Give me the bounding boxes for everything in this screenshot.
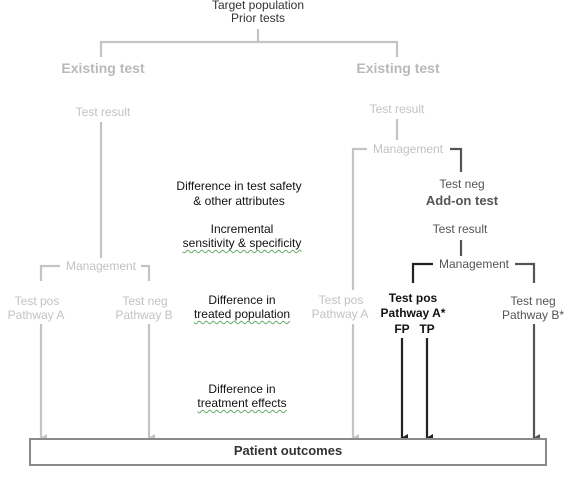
top-branch [99, 40, 399, 57]
right-test-neg: Test neg [439, 177, 485, 191]
right-test-pos: Test pos [318, 293, 364, 307]
treatment-effects-line1: Difference in [208, 382, 276, 396]
right-test-result: Test result [369, 102, 425, 116]
addon-pathway-b-star: Pathway B* [501, 308, 565, 322]
right-mgmt-bracket-right [450, 147, 463, 172]
left-existing-test: Existing test [61, 60, 145, 76]
target-population-label: Target population [211, 0, 305, 12]
fp-label: FP [394, 322, 410, 336]
left-test-pos: Test pos [14, 294, 60, 308]
right-mgmt-bracket-left [351, 147, 367, 290]
patient-outcomes-label: Patient outcomes [233, 443, 343, 458]
left-test-result: Test result [75, 105, 131, 119]
addon-pathway-a-star: Pathway A* [380, 306, 446, 320]
diff-safety-line2: & other attributes [193, 194, 285, 208]
addon-mgmt-bracket-right [515, 262, 536, 283]
treatment-effects-line2: treatment effects [197, 396, 287, 410]
diff-safety-line1: Difference in test safety [176, 179, 302, 193]
left-management: Management [65, 259, 137, 273]
patient-outcomes-box [29, 438, 547, 466]
addon-test-title: Add-on test [425, 193, 499, 208]
left-pathway-a: Pathway A [7, 308, 65, 322]
addon-test-neg: Test neg [510, 294, 556, 308]
incremental-line1: Incremental [210, 222, 274, 236]
tp-label: TP [419, 322, 435, 336]
right-pathway-a: Pathway A [311, 307, 369, 321]
addon-test-result: Test result [432, 222, 488, 236]
incremental-line2: sensitivity & specificity [182, 236, 302, 250]
addon-test-pos: Test pos [388, 291, 438, 305]
left-test-neg: Test neg [122, 294, 168, 308]
right-existing-test: Existing test [356, 60, 440, 76]
addon-mgmt-bracket-left [411, 262, 433, 283]
right-management: Management [372, 142, 444, 156]
left-mgmt-bracket-left [39, 264, 60, 281]
left-mgmt-bracket-right [141, 264, 151, 281]
treated-pop-line2: treated population [193, 307, 291, 321]
addon-management: Management [438, 257, 510, 271]
treated-pop-line1: Difference in [208, 293, 276, 307]
prior-tests-label: Prior tests [230, 11, 286, 25]
left-pathway-b: Pathway B [115, 308, 173, 322]
